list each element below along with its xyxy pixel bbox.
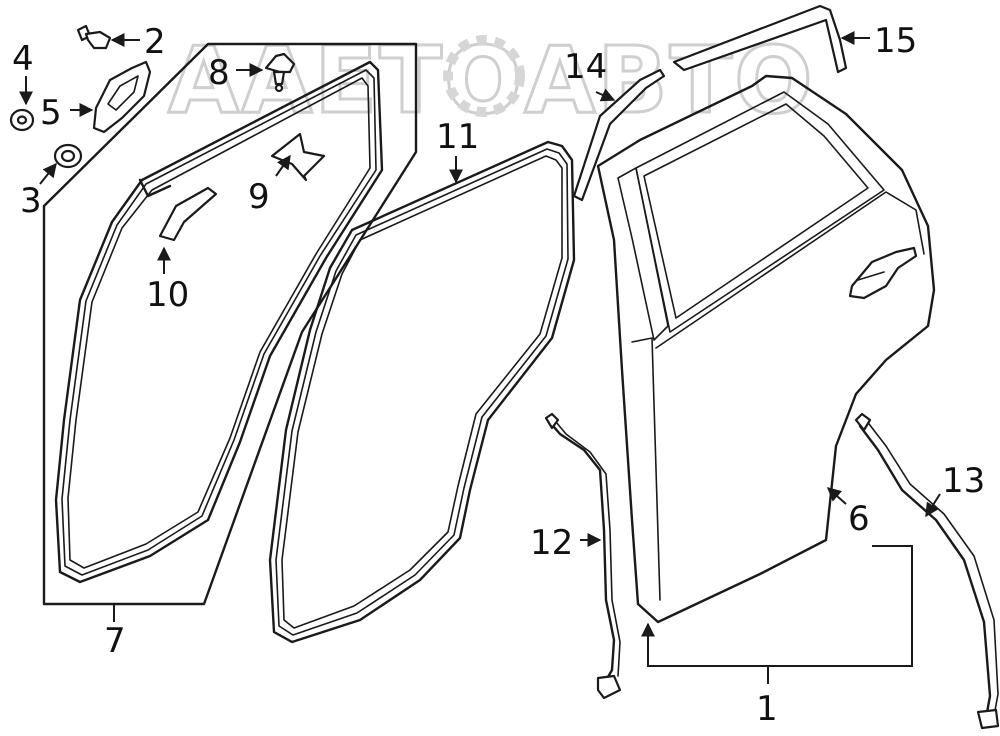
- part-11-door-weatherstrip: [268, 140, 576, 644]
- part-8-clip: [264, 52, 296, 93]
- part-2-bolt: [76, 24, 112, 50]
- callout-10: 10: [146, 275, 189, 315]
- callout-12: 12: [530, 523, 573, 563]
- part-1-door-shell: [596, 74, 936, 624]
- callout-8: 8: [208, 53, 230, 93]
- leader-9: [275, 154, 291, 177]
- callout-4: 4: [12, 39, 34, 79]
- part-13-harness: [854, 412, 1000, 730]
- watermark-gear-icon: [443, 35, 525, 117]
- part-7-body-weatherstrip: [54, 60, 384, 584]
- part-4-washer: [9, 108, 35, 132]
- leader-14: [595, 88, 616, 102]
- leader-lines: [19, 31, 941, 684]
- leader-1: [641, 545, 913, 667]
- part-12-door-cable: [544, 412, 622, 700]
- leader-6: [826, 487, 847, 505]
- callout-7: 7: [104, 621, 126, 661]
- callout-3: 3: [20, 181, 42, 221]
- leader-13: [925, 493, 941, 518]
- callout-5: 5: [40, 93, 62, 133]
- leader-3: [39, 162, 57, 185]
- part-9-bracket: [270, 132, 326, 182]
- callout-15: 15: [874, 21, 917, 61]
- part-10-trim-piece: [158, 186, 218, 242]
- part-14-belt-moulding: [572, 68, 666, 202]
- callout-2: 2: [144, 22, 166, 62]
- part-5-hinge: [92, 60, 152, 134]
- callout-labels: 2 4 5 3 8 9 10 7 11 14 15 12 13 6 1: [12, 21, 985, 729]
- part-3-grommet: [53, 143, 83, 169]
- part-15-upper-moulding: [672, 4, 848, 74]
- callout-14: 14: [564, 47, 607, 87]
- callout-6: 6: [848, 499, 870, 539]
- callout-13: 13: [942, 461, 985, 501]
- callout-9: 9: [248, 177, 270, 217]
- callout-1: 1: [756, 689, 778, 729]
- callout-11: 11: [436, 117, 479, 157]
